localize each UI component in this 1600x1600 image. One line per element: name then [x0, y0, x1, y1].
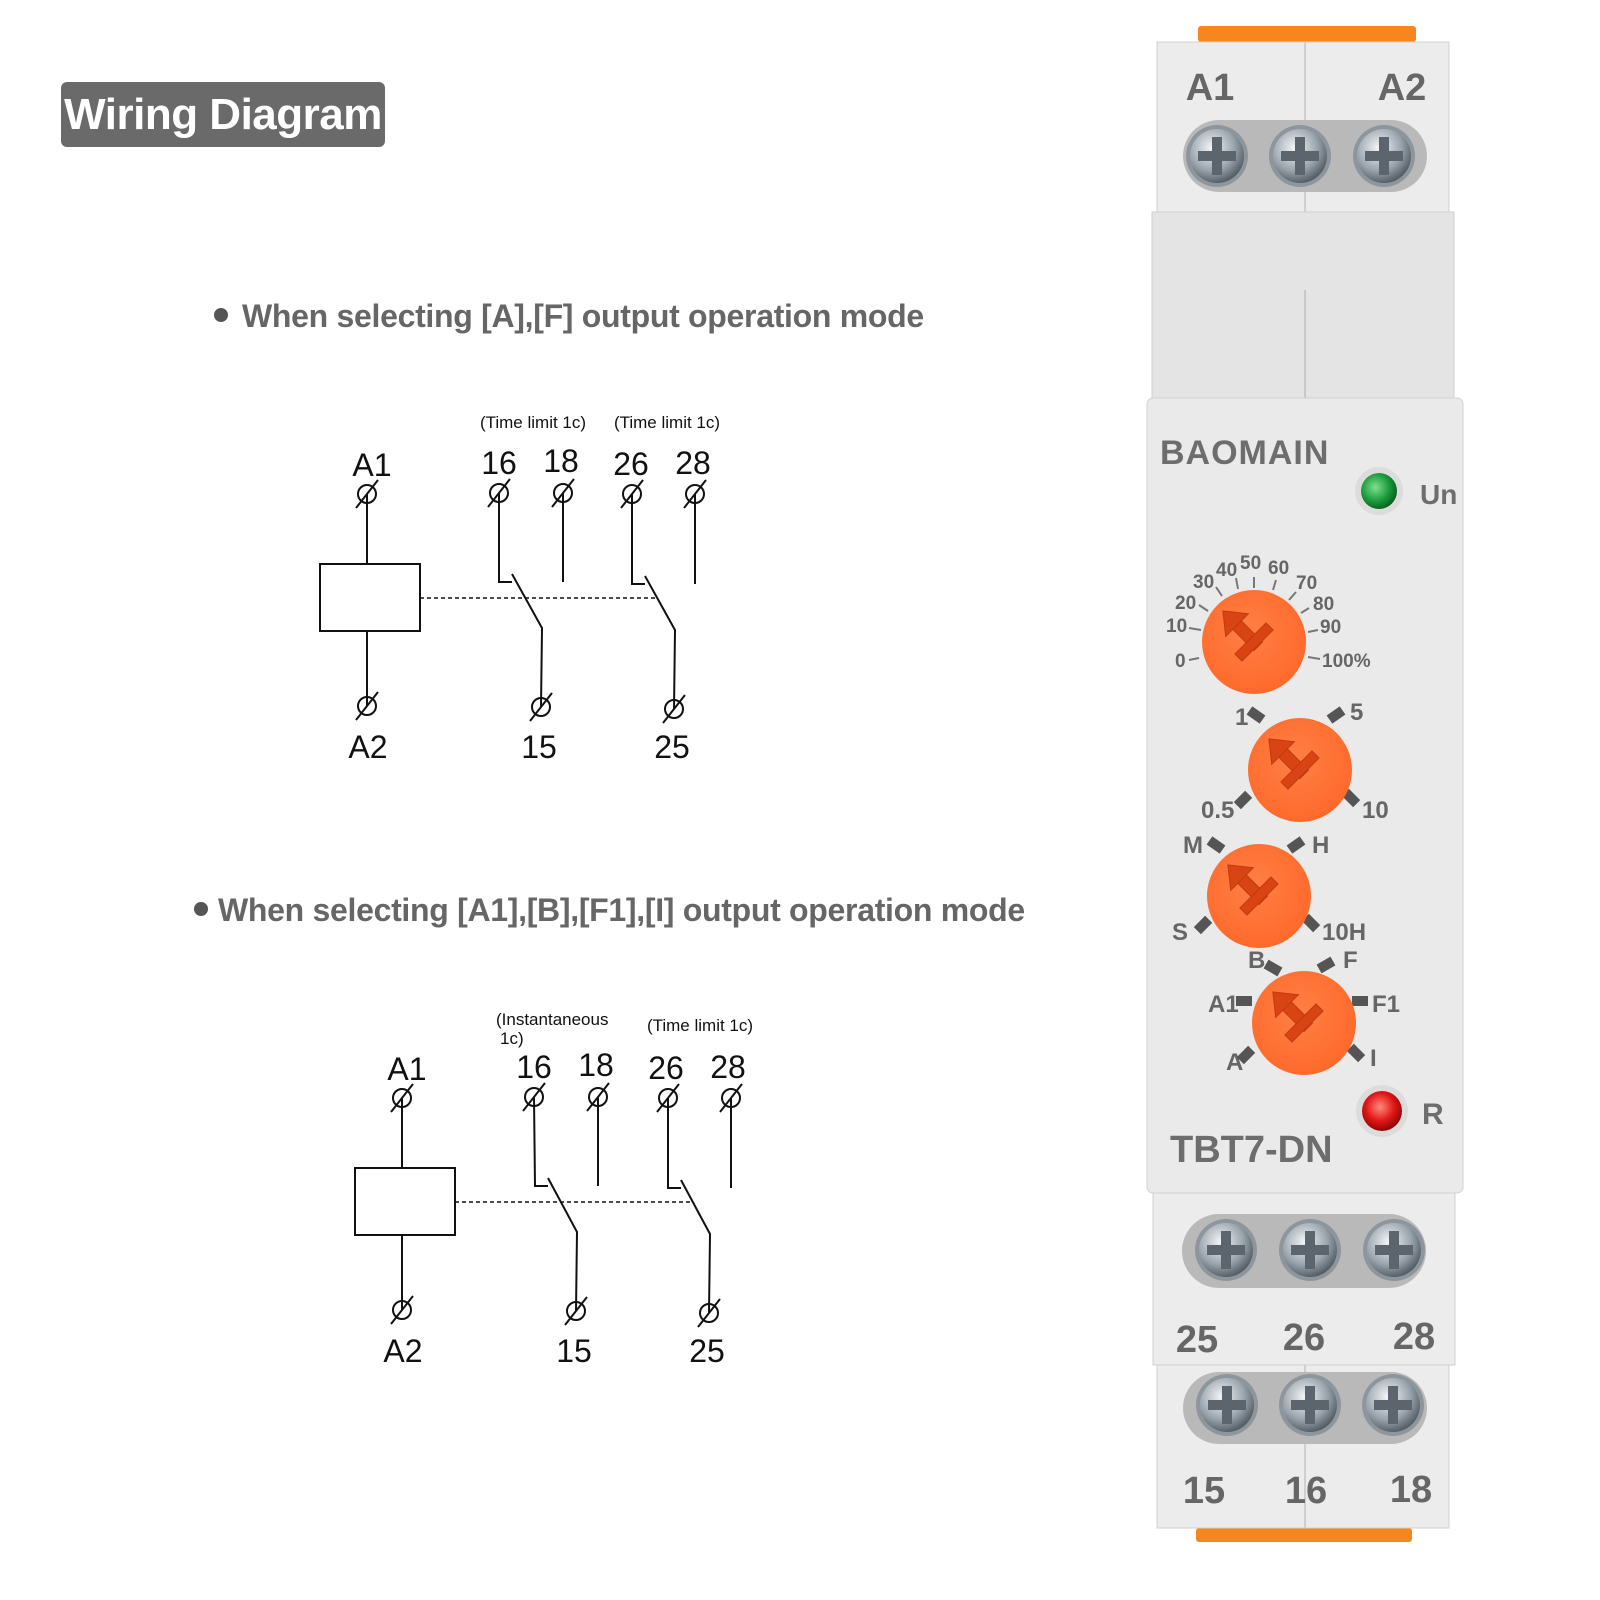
- terminal-screw-icon[interactable]: [1279, 1374, 1341, 1436]
- svg-text:20: 20: [1175, 593, 1196, 614]
- relay-led: [1362, 1091, 1402, 1131]
- terminal-screw-icon[interactable]: [1353, 125, 1415, 187]
- wiring-diagram-title: Wiring Diagram: [61, 82, 385, 147]
- unit-dial-scale: S M H 10H: [1172, 832, 1366, 946]
- svg-text:30: 30: [1193, 572, 1214, 593]
- device-terminal-25: 25: [1176, 1319, 1218, 1361]
- svg-text:A: A: [1226, 1049, 1243, 1076]
- brand-logo: BAOMAIN: [1160, 434, 1329, 472]
- wiring-diagram-1: A1 A2 (Time limit 1c) (Time limit 1c) 16…: [319, 413, 720, 765]
- terminal-symbols: [390, 1082, 743, 1328]
- power-led-label: Un: [1420, 479, 1457, 510]
- device-terminal-26: 26: [1283, 1317, 1325, 1359]
- svg-text:100%: 100%: [1322, 651, 1371, 672]
- timer-relay-device: A1 A2 25 26 28 15 16 18 BAOMAIN TBT7-DN …: [1146, 26, 1464, 1542]
- device-terminal-a1: A1: [1186, 67, 1235, 109]
- terminal-26-label: 26: [613, 446, 649, 482]
- terminal-18-label: 18: [543, 443, 579, 479]
- svg-text:1: 1: [1235, 704, 1248, 731]
- svg-text:H: H: [1312, 832, 1329, 859]
- terminal-16-label: 16: [481, 445, 517, 481]
- svg-text:60: 60: [1268, 558, 1289, 579]
- svg-text:S: S: [1172, 919, 1188, 946]
- contact-2-type-label: (Time limit 1c): [647, 1016, 753, 1035]
- mode-2-heading-row: When selecting [A1],[B],[F1],[I] output …: [194, 892, 1025, 929]
- svg-text:M: M: [1183, 832, 1203, 859]
- device-terminal-15: 15: [1183, 1470, 1225, 1512]
- terminal-screw-icon[interactable]: [1279, 1219, 1341, 1281]
- svg-text:F: F: [1343, 947, 1358, 974]
- device-terminal-18: 18: [1390, 1469, 1432, 1511]
- svg-text:F1: F1: [1372, 991, 1400, 1018]
- terminal-26-label: 26: [648, 1050, 684, 1086]
- contact-2-type-label: (Time limit 1c): [614, 413, 720, 432]
- svg-text:10: 10: [1166, 616, 1187, 637]
- terminal-symbols: [355, 478, 707, 724]
- terminal-screw-icon[interactable]: [1186, 125, 1248, 187]
- coil-bottom-label: A2: [383, 1333, 422, 1369]
- device-terminal-28: 28: [1393, 1316, 1435, 1358]
- device-terminal-a2: A2: [1378, 67, 1427, 109]
- mode-1-heading-row: When selecting [A],[F] output operation …: [214, 298, 924, 335]
- percent-dial-ticks: [1188, 577, 1321, 661]
- svg-text:0.5: 0.5: [1201, 797, 1234, 824]
- coil-top-label: A1: [352, 447, 391, 483]
- svg-text:40: 40: [1216, 560, 1237, 581]
- svg-text:50: 50: [1240, 553, 1261, 574]
- coil-top-label: A1: [387, 1051, 426, 1087]
- percent-dial-knob[interactable]: [1202, 590, 1306, 694]
- coil-bottom-label: A2: [348, 729, 387, 765]
- terminal-screw-icon[interactable]: [1196, 1374, 1258, 1436]
- svg-text:B: B: [1248, 947, 1265, 974]
- terminal-28-label: 28: [675, 445, 711, 481]
- terminal-screw-icon[interactable]: [1269, 125, 1331, 187]
- mode-dial-scale: A A1 B F F1 I: [1208, 947, 1400, 1076]
- unit-dial-knob[interactable]: [1207, 844, 1311, 948]
- relay-led-label: R: [1422, 1098, 1444, 1131]
- percent-dial-scale: 0 10 20 30 40 50 60 70 80 90 100%: [1166, 553, 1371, 672]
- device-neck: [1151, 211, 1455, 399]
- terminal-25-label: 25: [654, 729, 690, 765]
- bottom-clip: [1196, 1528, 1412, 1542]
- bullet-icon: [214, 307, 228, 322]
- svg-text:A1: A1: [1208, 991, 1239, 1018]
- relay-coil: [354, 1167, 456, 1236]
- svg-text:I: I: [1370, 1045, 1377, 1072]
- dial-tick-blocks: [1193, 706, 1368, 1065]
- device-terminal-16: 16: [1285, 1470, 1327, 1512]
- mode-1-heading: When selecting [A],[F] output operation …: [242, 298, 924, 334]
- range-dial-scale: 0.5 1 5 10: [1201, 699, 1389, 824]
- terminal-15-label: 15: [556, 1333, 592, 1369]
- wiring-diagram-2: A1 A2 (Instantaneous 1c) (Time limit 1c)…: [354, 1010, 753, 1369]
- bullet-icon: [194, 901, 208, 916]
- svg-text:10: 10: [1362, 797, 1389, 824]
- contact-1-type-label-line1: (Instantaneous: [496, 1010, 608, 1029]
- terminal-15-label: 15: [521, 729, 557, 765]
- terminal-18-label: 18: [578, 1047, 614, 1083]
- top-clip: [1198, 26, 1416, 42]
- terminal-25-label: 25: [689, 1333, 725, 1369]
- range-dial-knob[interactable]: [1248, 718, 1352, 822]
- mode-2-heading: When selecting [A1],[B],[F1],[I] output …: [218, 892, 1025, 928]
- terminal-16-label: 16: [516, 1049, 552, 1085]
- mode-dial-knob[interactable]: [1252, 971, 1356, 1075]
- model-label: TBT7-DN: [1170, 1129, 1333, 1171]
- terminal-28-label: 28: [710, 1049, 746, 1085]
- power-led: [1361, 473, 1397, 509]
- contact-1-type-label: (Time limit 1c): [480, 413, 586, 432]
- svg-text:70: 70: [1296, 573, 1317, 594]
- contact-1-type-label-line2: 1c): [500, 1029, 524, 1048]
- svg-text:80: 80: [1313, 594, 1334, 615]
- svg-text:0: 0: [1175, 651, 1186, 672]
- svg-text:5: 5: [1350, 699, 1363, 726]
- terminal-screw-icon[interactable]: [1362, 1374, 1424, 1436]
- svg-text:10H: 10H: [1322, 919, 1366, 946]
- terminal-screw-icon[interactable]: [1195, 1219, 1257, 1281]
- terminal-screw-icon[interactable]: [1363, 1219, 1425, 1281]
- svg-text:90: 90: [1320, 617, 1341, 638]
